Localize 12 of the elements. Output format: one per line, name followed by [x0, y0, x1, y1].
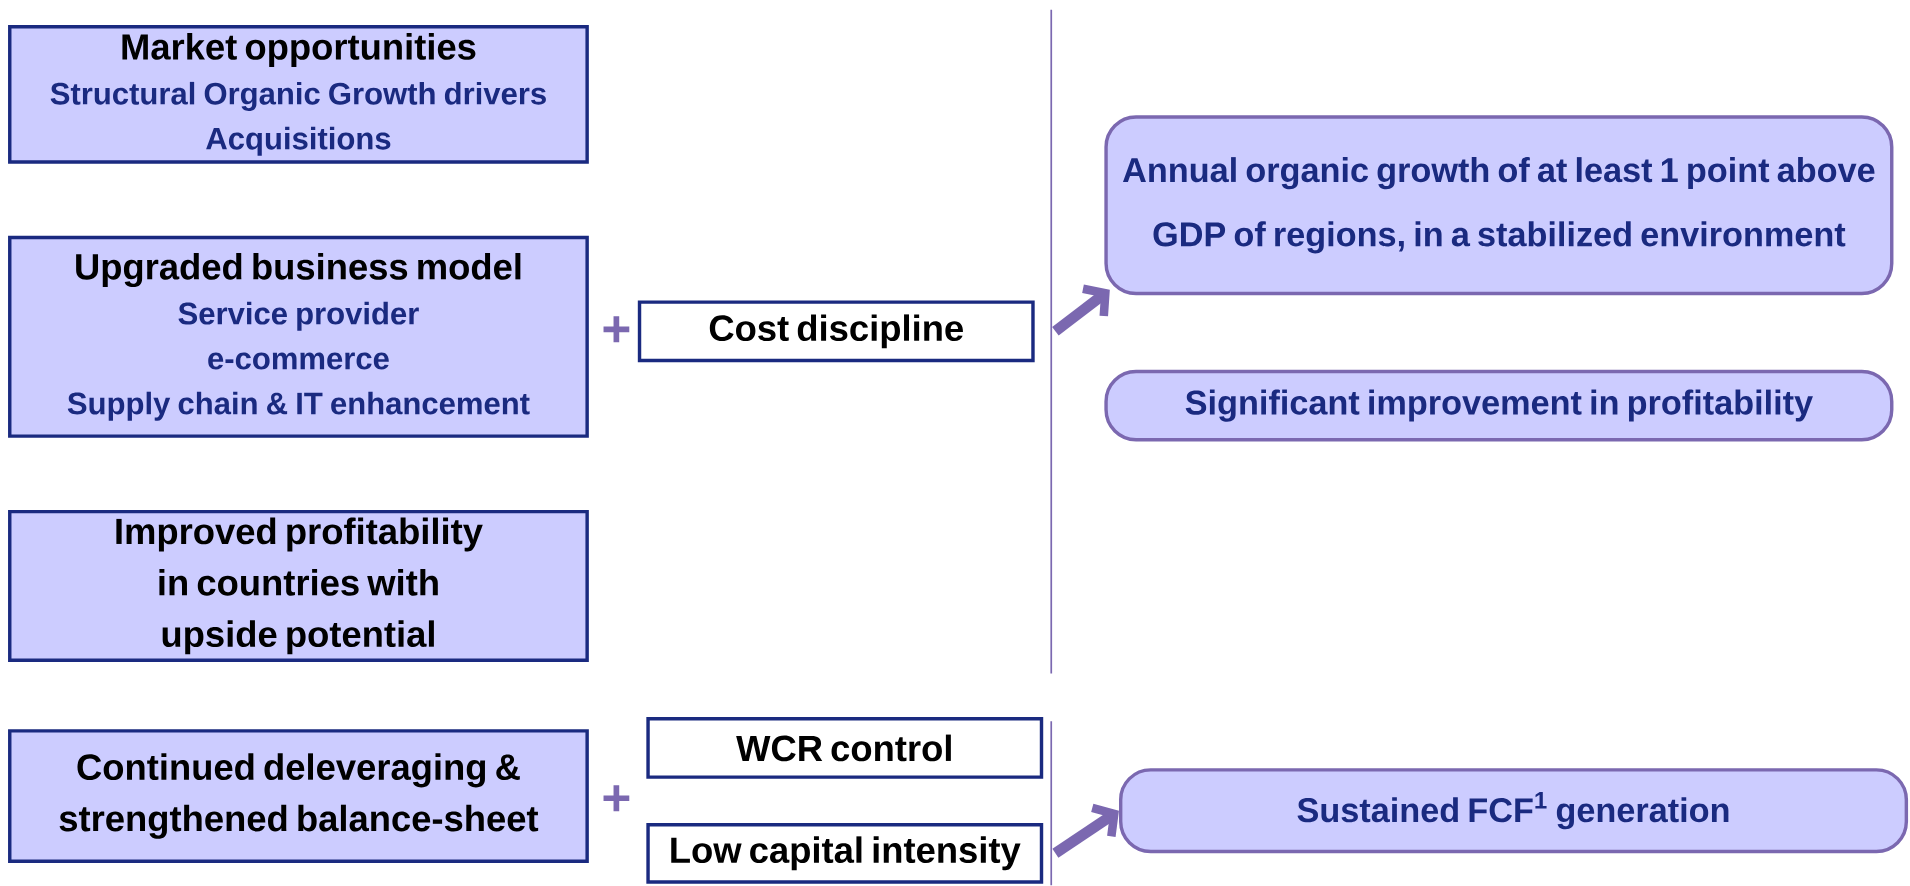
process-box: Market opportunities Structural Organic Growth drivers Acquisitions [8, 25, 589, 164]
plus-sign: + [603, 316, 630, 343]
plus-sign: + [603, 785, 630, 812]
factor-box: Cost discipline [637, 300, 1035, 363]
process-box: Continued deleveraging & strengthened balance-sheet [8, 729, 589, 864]
process-box: Improved profitability in countries with upside potential [8, 510, 589, 663]
factor-box: Low capital intensity [646, 823, 1044, 884]
factor-box: WCR control [646, 717, 1044, 780]
process-box: Upgraded business model Service provider e-commerce Supply chain & IT enhancement [8, 236, 589, 438]
outcome-box: Sustained FCF$^{1}$ generation [1118, 768, 1909, 854]
outcome-box: Significant improvement in profitability [1104, 370, 1894, 442]
outcome-box: Annual organic growth of at least 1 point above GDP of regions, in a stabilized environment [1104, 115, 1894, 296]
